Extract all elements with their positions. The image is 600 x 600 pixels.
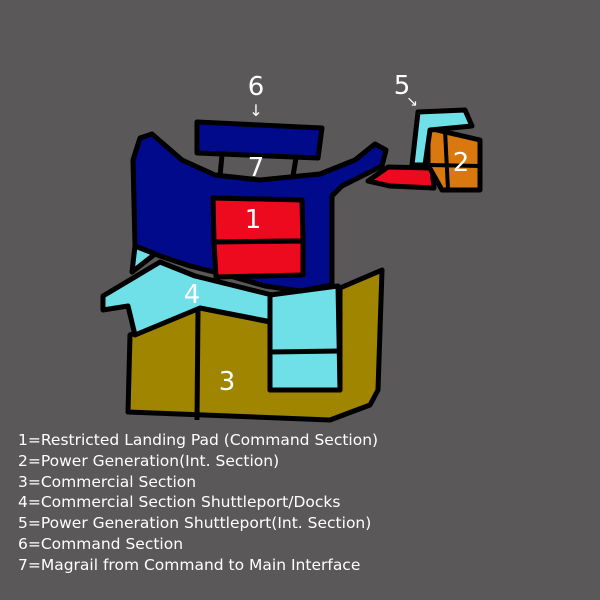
legend-item: 2=Power Generation(Int. Section): [18, 451, 280, 470]
label-2: 2: [453, 148, 470, 178]
legend-item: 3=Commercial Section: [18, 472, 197, 491]
shuttleport-docks: [100, 259, 275, 338]
label-1: 1: [245, 205, 262, 235]
label-6: 6: [248, 72, 265, 102]
legend-item: 4=Commercial Section Shuttleport/Docks: [18, 493, 341, 512]
legend-item: 5=Power Generation Shuttleport(Int. Sect…: [18, 514, 372, 533]
cyan-strut: [129, 243, 158, 275]
arrow-5: ↘: [406, 94, 418, 110]
magrail-support: [217, 154, 225, 177]
label-5: 5: [394, 71, 411, 101]
label-4: 4: [184, 280, 201, 310]
arrow-6: ↓: [249, 101, 262, 120]
divider: [269, 348, 341, 355]
power-shuttleport: [409, 107, 475, 168]
legend-item: 6=Command Section: [18, 534, 184, 553]
label-7: 7: [248, 153, 265, 183]
legend-item: 7=Magrail from Command to Main Interface: [18, 555, 361, 574]
divider: [443, 129, 450, 191]
commercial-cyan-block: [267, 283, 343, 393]
command-section: [194, 119, 325, 161]
legend: 1=Restricted Landing Pad (Command Sectio…: [18, 430, 378, 576]
divider: [429, 163, 481, 168]
label-3: 3: [219, 367, 236, 397]
legend-item: 1=Restricted Landing Pad (Command Sectio…: [18, 431, 379, 449]
magrail-support: [290, 157, 299, 177]
landing-pad-lower: [211, 238, 306, 280]
divider: [194, 309, 201, 421]
